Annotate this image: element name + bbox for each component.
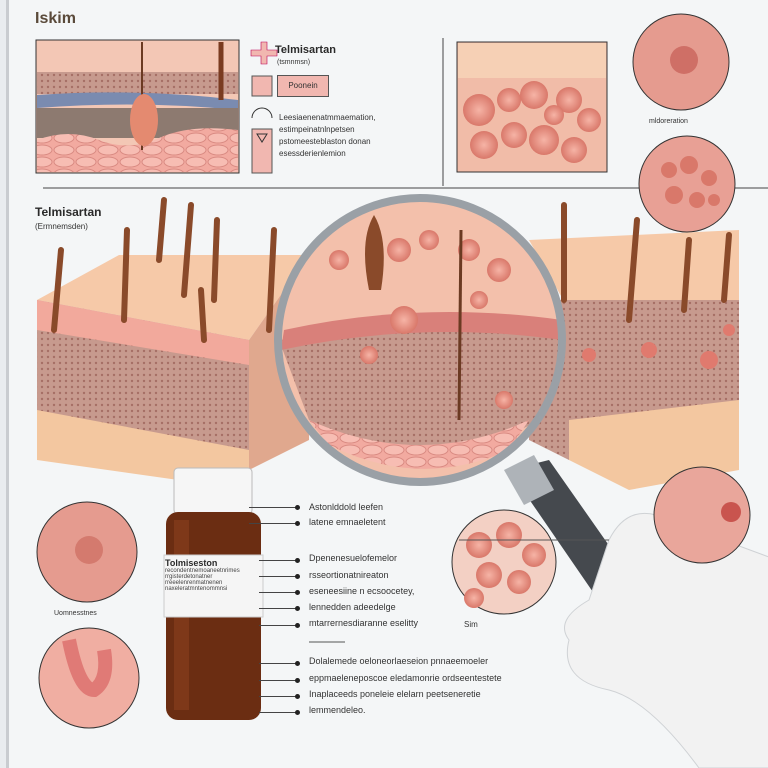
page-title: Iskim — [35, 10, 76, 27]
callout: eppmaeleneposcoe eledamonrie ordseentest… — [309, 673, 502, 683]
callout: eseneesiine n ecsoocetey, — [309, 586, 415, 596]
bottle-label-line: rrgisterdetonatner — [165, 574, 213, 580]
skin-illustration — [35, 13, 768, 768]
medicine-bottle — [163, 467, 264, 720]
left-skin-block — [37, 197, 309, 490]
cell-circle-right — [638, 135, 736, 233]
callout: Astonlddold leefen — [309, 502, 384, 512]
legend-description: Leesiaenenatmmaemation, estimpeinatnlnpe… — [279, 112, 376, 160]
description-line: esessderienlemion — [279, 149, 346, 158]
circle-label-left: Uomnesstnes — [54, 610, 97, 617]
callout: latene emnaeletent — [309, 517, 386, 527]
vessel-circle — [38, 627, 140, 729]
circle-label-center: Sim — [464, 620, 478, 629]
cell-circle-bottom-right — [653, 466, 751, 564]
callout: mtarrernesdiaranne eselitty — [309, 618, 419, 628]
legend-drug-subtitle: (tsmnmsn) — [277, 59, 311, 66]
callout: Inaplaceeds poneleie elelarn peetseneret… — [309, 689, 481, 699]
bottle-label-title: Tolmiseston — [165, 558, 218, 568]
callout: rsseortionatnireaton — [309, 570, 389, 580]
bottle-label: Tolmiseston recondentnemoaneetnrimes rrg… — [165, 558, 260, 592]
bottle-label-line: naxeleratmntenommnsi — [165, 586, 228, 592]
legend-drug-title: Telmisartan — [275, 44, 336, 56]
circle-label-top-right: mldoreration — [649, 118, 688, 125]
section-subtitle: (Ermnemsden) — [35, 222, 88, 231]
description-line: pstomeesteblaston donan — [279, 137, 371, 146]
callout: lennedden adeedelge — [309, 602, 396, 612]
callout: Dolalemede oeloneorlaeseion pnnaeemoeler — [309, 656, 489, 666]
bottle-label-line: recondentnemoaneetnrimes — [165, 568, 240, 574]
section-title: Telmisartan — [35, 205, 102, 219]
illustration-sheet: Iskim Telmisartan (tsmnmsn) Poonein Lees… — [6, 0, 768, 768]
description-line: estimpeinatnlnpetsen — [279, 125, 355, 134]
description-line: Leesiaenenatmmaemation, — [279, 113, 376, 122]
legend-badge: Poonein — [277, 75, 329, 97]
top-skin-section — [35, 39, 240, 174]
callout: Dpenenesuelofemelor — [309, 553, 398, 563]
callout: lemmendeleo. — [309, 705, 366, 715]
bottle-label-line: rreeelenrenmatnenen — [165, 580, 223, 586]
